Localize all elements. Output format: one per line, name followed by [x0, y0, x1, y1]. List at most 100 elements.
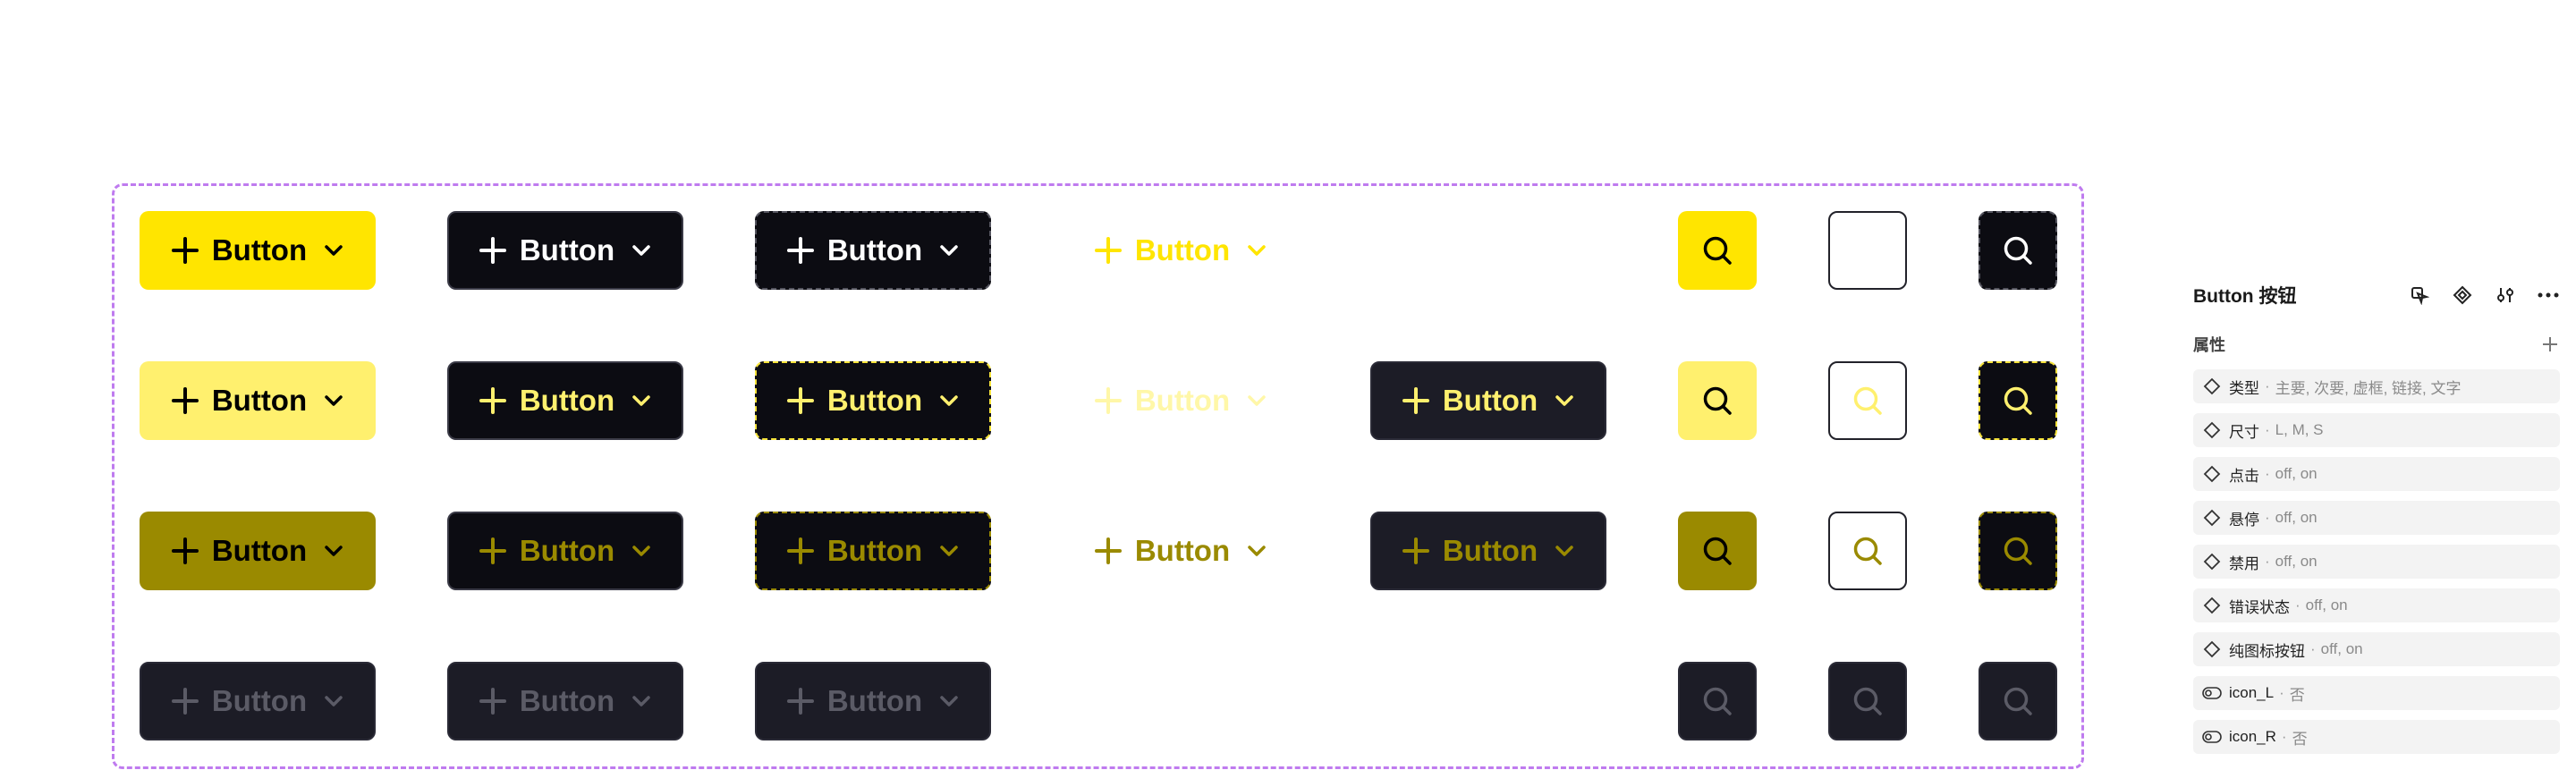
property-row[interactable]: 错误状态·off, on: [2193, 588, 2560, 622]
plus-icon: [479, 687, 507, 715]
property-value: L, M, S: [2275, 421, 2324, 438]
text-button[interactable]: Button: [1063, 361, 1299, 440]
text-button[interactable]: Button: [447, 211, 683, 290]
chevron-down-icon: [1554, 390, 1575, 411]
text-button[interactable]: Button: [447, 662, 683, 740]
chevron-down-icon: [323, 540, 344, 562]
property-separator: ·: [2265, 465, 2270, 482]
button-label: Button: [826, 534, 923, 567]
variant-diamond-icon: [2202, 508, 2222, 528]
property-separator: ·: [2310, 640, 2316, 657]
icon-only-button[interactable]: [1979, 211, 2057, 290]
icon-only-button[interactable]: [1678, 211, 1757, 290]
property-value: off, on: [2275, 509, 2318, 526]
text-button[interactable]: Button: [447, 361, 683, 440]
text-button[interactable]: Button: [755, 361, 991, 440]
icon-only-button[interactable]: [1828, 512, 1907, 590]
text-button[interactable]: Button: [1370, 361, 1606, 440]
icon-only-button[interactable]: [1979, 512, 2057, 590]
plus-icon: [171, 386, 199, 415]
search-icon: [1851, 534, 1885, 568]
plus-icon: [786, 236, 815, 265]
adjust-icon[interactable]: [2494, 283, 2517, 307]
property-row[interactable]: 点击·off, on: [2193, 457, 2560, 491]
button-label: Button: [1442, 384, 1538, 417]
plus-icon: [479, 386, 507, 415]
detach-instance-icon[interactable]: [2408, 283, 2431, 307]
text-button[interactable]: Button: [755, 662, 991, 740]
variant-diamond-icon: [2202, 596, 2222, 615]
chevron-down-icon: [938, 390, 960, 411]
property-value: off, on: [2275, 553, 2318, 570]
property-row[interactable]: 尺寸·L, M, S: [2193, 413, 2560, 447]
search-icon: [1851, 684, 1885, 718]
icon-only-button[interactable]: [1678, 662, 1757, 740]
text-button[interactable]: Button: [755, 512, 991, 590]
plus-icon: [171, 236, 199, 265]
icon-only-button[interactable]: [1678, 512, 1757, 590]
icon-only-button[interactable]: [1828, 211, 1907, 290]
plus-icon: [171, 687, 199, 715]
button-label: Button: [1442, 534, 1538, 567]
property-row[interactable]: 悬停·off, on: [2193, 501, 2560, 535]
chevron-down-icon: [631, 540, 652, 562]
chevron-down-icon: [1246, 390, 1267, 411]
text-button[interactable]: Button: [140, 662, 376, 740]
property-value: 主要, 次要, 虚框, 链接, 文字: [2275, 379, 2462, 397]
property-name: 点击: [2229, 467, 2259, 485]
variant-diamond-icon: [2202, 377, 2222, 396]
property-separator: ·: [2265, 377, 2270, 394]
component-set-frame[interactable]: [112, 183, 2084, 769]
text-button[interactable]: Button: [1370, 512, 1606, 590]
property-name: 尺寸: [2229, 423, 2259, 441]
chevron-down-icon: [323, 390, 344, 411]
property-row[interactable]: icon_R·否: [2193, 720, 2560, 754]
button-label: Button: [1134, 233, 1231, 267]
properties-panel: Button 按钮 属性 类型·主要, 次要: [2193, 268, 2560, 754]
icon-only-button[interactable]: [1979, 662, 2057, 740]
chevron-down-icon: [938, 540, 960, 562]
boolean-toggle-icon: [2202, 683, 2222, 703]
property-value: off, on: [2305, 597, 2348, 613]
button-label: Button: [519, 384, 615, 417]
plus-icon: [1094, 386, 1123, 415]
text-button[interactable]: Button: [140, 211, 376, 290]
chevron-down-icon: [938, 690, 960, 712]
chevron-down-icon: [1246, 240, 1267, 261]
text-button[interactable]: Button: [1063, 512, 1299, 590]
icon-only-button[interactable]: [1828, 662, 1907, 740]
chevron-down-icon: [631, 390, 652, 411]
icon-only-button[interactable]: [1678, 361, 1757, 440]
icon-only-button[interactable]: [1828, 361, 1907, 440]
property-row[interactable]: 纯图标按钮·off, on: [2193, 632, 2560, 666]
plus-icon: [786, 537, 815, 565]
text-button[interactable]: Button: [447, 512, 683, 590]
button-label: Button: [211, 684, 308, 717]
plus-icon: [1402, 537, 1430, 565]
icon-only-button[interactable]: [1979, 361, 2057, 440]
button-label: Button: [519, 534, 615, 567]
more-icon[interactable]: [2537, 283, 2560, 307]
text-button[interactable]: Button: [140, 512, 376, 590]
text-button[interactable]: Button: [755, 211, 991, 290]
add-property-icon[interactable]: [2540, 334, 2560, 354]
chevron-down-icon: [1246, 540, 1267, 562]
variant-diamond-icon: [2202, 552, 2222, 571]
component-icon[interactable]: [2451, 283, 2474, 307]
property-row[interactable]: 禁用·off, on: [2193, 545, 2560, 579]
property-name: 类型: [2229, 379, 2259, 397]
button-label: Button: [519, 684, 615, 717]
property-value: off, on: [2320, 640, 2363, 657]
property-row[interactable]: 类型 · 主要, 次要, 虚框, 链接, 文字: [2193, 369, 2560, 403]
chevron-down-icon: [631, 690, 652, 712]
properties-section-header: 属性: [2193, 329, 2560, 360]
boolean-toggle-icon: [2202, 727, 2222, 747]
text-button[interactable]: Button: [140, 361, 376, 440]
property-value: 否: [2289, 686, 2305, 704]
search-icon: [2001, 684, 2035, 718]
search-icon: [1700, 384, 1734, 418]
property-separator: ·: [2281, 728, 2287, 745]
property-row[interactable]: icon_L·否: [2193, 676, 2560, 710]
text-button[interactable]: Button: [1063, 211, 1299, 290]
